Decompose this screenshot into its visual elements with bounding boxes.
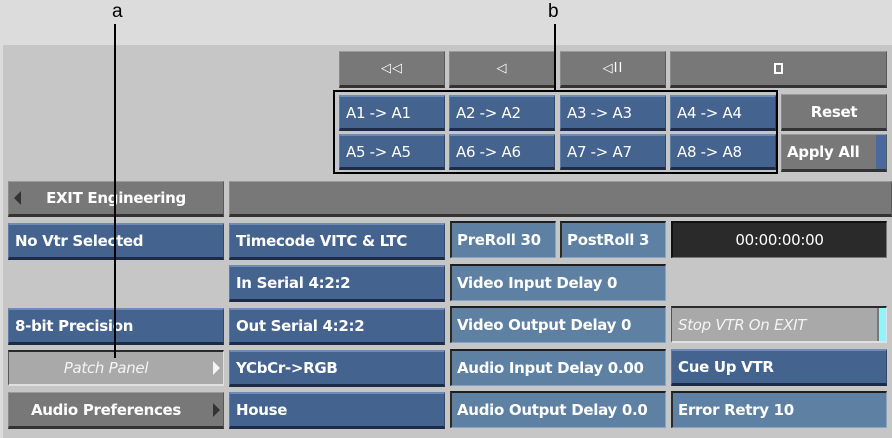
audio-preferences-label: Audio Preferences: [30, 400, 182, 419]
callout-line-a: [114, 24, 116, 358]
apply-all-button[interactable]: Apply All: [781, 134, 887, 172]
route-a5[interactable]: A5 -> A5: [339, 134, 445, 170]
callout-label-a: a: [112, 1, 123, 22]
route-a4[interactable]: A4 -> A4: [670, 95, 776, 131]
chevron-right-icon: [213, 361, 220, 375]
precision-button[interactable]: 8-bit Precision: [8, 308, 224, 345]
stop-icon: [774, 63, 783, 74]
audio-input-delay-field[interactable]: Audio Input Delay 0.00: [450, 349, 666, 386]
error-retry-field[interactable]: Error Retry 10: [671, 391, 887, 428]
play-reverse-icon: ◁: [496, 61, 508, 76]
sync-source-button[interactable]: House: [229, 392, 445, 429]
exit-engineering-button[interactable]: EXIT Engineering: [8, 181, 224, 217]
reset-label: Reset: [810, 102, 858, 121]
color-conversion-button[interactable]: YCbCr->RGB: [229, 350, 445, 387]
patch-panel-button[interactable]: Patch Panel: [8, 350, 224, 386]
route-a1[interactable]: A1 -> A1: [339, 95, 445, 131]
video-output-delay-field[interactable]: Video Output Delay 0: [450, 306, 666, 343]
stop-button[interactable]: [670, 51, 887, 88]
reset-button[interactable]: Reset: [781, 94, 887, 131]
route-a2[interactable]: A2 -> A2: [449, 95, 555, 131]
route-a3[interactable]: A3 -> A3: [560, 95, 666, 131]
video-input-delay-field[interactable]: Video Input Delay 0: [450, 264, 666, 301]
step-back-icon: ◁II: [602, 61, 624, 76]
route-a6[interactable]: A6 -> A6: [449, 134, 555, 170]
route-a7[interactable]: A7 -> A7: [560, 134, 666, 170]
stop-vtr-label: Stop VTR On EXIT: [678, 315, 807, 334]
output-serial-button[interactable]: Out Serial 4:2:2: [229, 308, 445, 345]
status-bar: [229, 181, 892, 217]
vtr-select-button[interactable]: No Vtr Selected: [8, 223, 224, 260]
audio-preferences-button[interactable]: Audio Preferences: [8, 392, 224, 429]
chevron-right-icon: [213, 402, 220, 417]
input-serial-button[interactable]: In Serial 4:2:2: [229, 265, 445, 302]
stop-vtr-on-exit-toggle[interactable]: Stop VTR On EXIT: [671, 306, 887, 343]
timecode-display: 00:00:00:00: [671, 221, 887, 258]
arrow-left-icon: [14, 191, 21, 205]
audio-output-delay-field[interactable]: Audio Output Delay 0.0: [450, 391, 666, 428]
play-reverse-button[interactable]: ◁: [449, 51, 555, 88]
apply-all-label: Apply All: [787, 143, 860, 161]
preroll-field[interactable]: PreRoll 30: [450, 221, 556, 258]
audio-routing-group: [333, 90, 778, 174]
patch-panel-label: Patch Panel: [63, 359, 149, 377]
postroll-field[interactable]: PostRoll 3: [560, 221, 666, 258]
callout-line-b: [554, 24, 556, 90]
toggle-indicator: [877, 308, 886, 341]
callout-label-b: b: [548, 1, 559, 22]
timecode-mode-button[interactable]: Timecode VITC & LTC: [229, 223, 445, 260]
rewind-icon: ◁◁: [381, 61, 403, 76]
apply-all-indicator: [876, 135, 886, 169]
cue-up-vtr-button[interactable]: Cue Up VTR: [671, 349, 887, 386]
exit-engineering-label: EXIT Engineering: [46, 189, 186, 207]
route-a8[interactable]: A8 -> A8: [670, 134, 776, 170]
step-back-button[interactable]: ◁II: [560, 51, 666, 88]
rewind-button[interactable]: ◁◁: [339, 51, 445, 88]
